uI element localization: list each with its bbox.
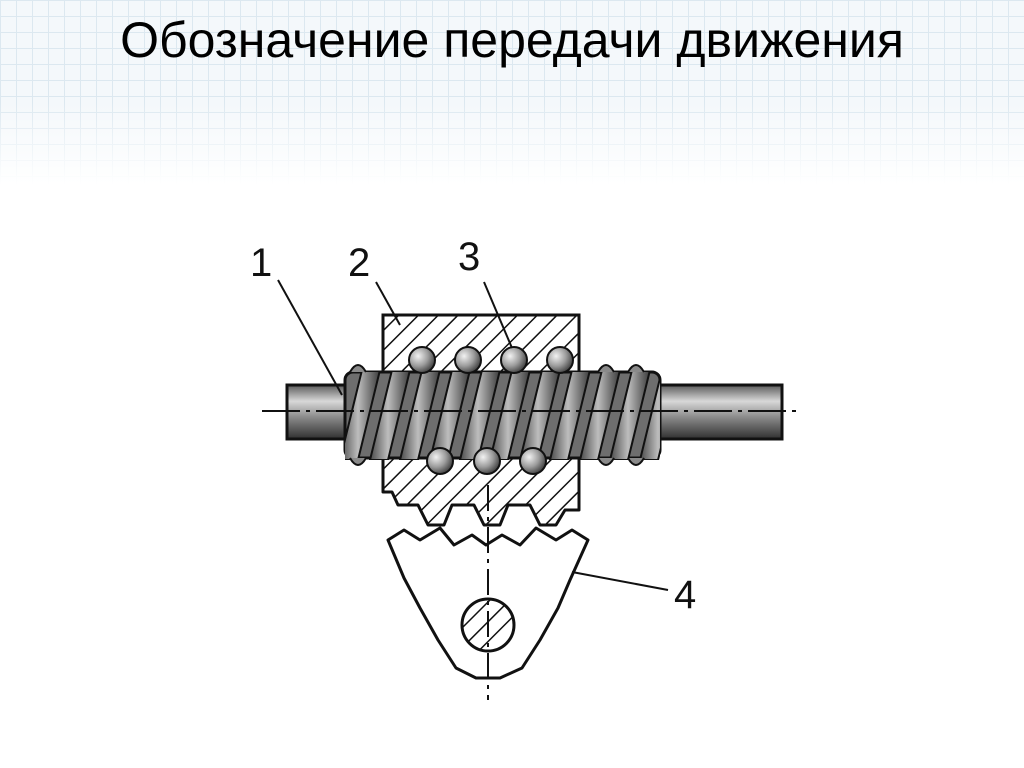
leader-line-1 [277,279,343,396]
callout-3: 3 [458,235,480,279]
slide-header-background [0,0,1024,185]
ball [426,447,454,475]
ball [473,447,501,475]
slide-title: Обозначение передачи движения [120,12,904,68]
leader-lines [277,279,669,591]
center-lines [262,410,800,700]
leader-line-4 [571,571,669,591]
ball [454,346,482,374]
nut-bottom-rack [381,456,581,527]
leader-line-2 [375,281,401,326]
callout-2: 2 [348,241,370,285]
leader-line-3 [483,281,513,349]
screw-thread [343,364,662,466]
balls [408,346,574,475]
callout-4: 4 [674,573,696,617]
ball [500,346,528,374]
callout-1: 1 [250,241,272,285]
ball [519,447,547,475]
ball [546,346,574,374]
ball [408,346,436,374]
